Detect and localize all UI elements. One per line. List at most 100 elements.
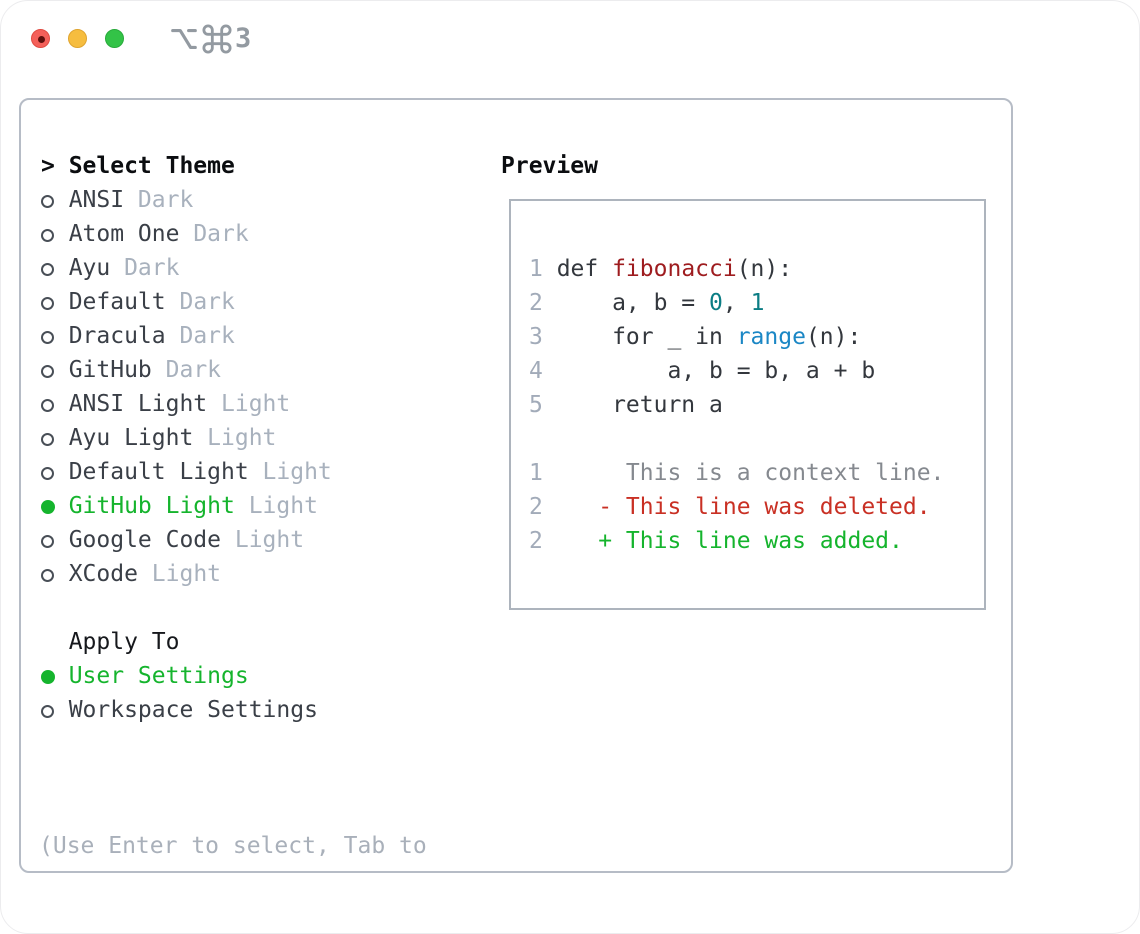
apply-to-option[interactable]: Workspace Settings	[41, 693, 318, 727]
code-line: 5 return a	[529, 388, 984, 422]
code-segment: ,	[722, 290, 751, 316]
code-segment: a, b =	[556, 290, 710, 316]
radio-marker	[41, 523, 69, 557]
radio-icon	[41, 467, 54, 480]
line-number: 2	[529, 290, 543, 316]
theme-name: Google Code	[68, 527, 222, 553]
radio-marker	[41, 489, 69, 523]
theme-name: Dracula	[68, 323, 166, 349]
radio-marker	[41, 659, 69, 693]
line-number: 1	[529, 256, 543, 282]
line-number: 5	[529, 392, 543, 418]
close-dot-icon	[38, 36, 45, 43]
theme-name: Ayu Light	[68, 425, 194, 451]
theme-option[interactable]: GitHub Dark	[41, 353, 332, 387]
theme-variant: Dark	[193, 221, 249, 247]
code-line: 4 a, b = b, a + b	[529, 354, 984, 388]
radio-icon	[41, 331, 54, 344]
theme-option[interactable]: Default Light Light	[41, 455, 332, 489]
theme-name: ANSI Light	[68, 391, 208, 417]
code-segment: return a	[556, 392, 723, 418]
radio-marker	[41, 217, 69, 251]
radio-marker	[41, 455, 69, 489]
code-line: 2 - This line was deleted.	[529, 490, 984, 524]
line-number: 2	[529, 528, 543, 554]
code-line: 3 for _ in range(n):	[529, 320, 984, 354]
radio-icon	[41, 705, 54, 718]
radio-icon	[41, 535, 54, 548]
radio-marker	[41, 387, 69, 421]
theme-name: Ayu	[68, 255, 111, 281]
theme-variant: Light	[221, 391, 291, 417]
code-segment: (n):	[736, 256, 793, 282]
radio-selected-icon	[41, 670, 55, 684]
apply-to-option[interactable]: User Settings	[41, 659, 318, 693]
theme-option[interactable]: Google Code Light	[41, 523, 332, 557]
code-segment: This is a context line.	[556, 460, 945, 486]
radio-icon	[41, 229, 54, 242]
theme-option[interactable]: GitHub Light Light	[41, 489, 332, 523]
theme-variant: Dark	[124, 255, 180, 281]
radio-icon	[41, 365, 54, 378]
preview-title: Preview	[501, 153, 598, 179]
theme-option[interactable]: Ayu Dark	[41, 251, 332, 285]
radio-icon	[41, 297, 54, 310]
theme-list-title: Select Theme	[68, 153, 235, 179]
apply-to-header: Apply To	[41, 625, 318, 659]
window-title: 3	[169, 23, 251, 55]
code-segment: 1	[750, 290, 765, 316]
close-button[interactable]	[31, 29, 50, 48]
code-segment: - This line was deleted.	[556, 494, 931, 520]
line-number: 1	[529, 460, 543, 486]
zoom-button[interactable]	[105, 29, 124, 48]
keyboard-hint: (Use Enter to select, Tab to change focu…	[39, 761, 427, 933]
code-blank-line	[529, 422, 984, 456]
code-segment: 0	[709, 290, 723, 316]
theme-variant: Dark	[165, 357, 222, 383]
window-title-digit: 3	[235, 23, 252, 54]
minimize-button[interactable]	[68, 29, 87, 48]
command-key-icon	[202, 24, 232, 54]
theme-variant: Light	[248, 493, 318, 519]
theme-name: Default Light	[68, 459, 249, 485]
radio-marker	[41, 319, 69, 353]
radio-icon	[41, 263, 54, 276]
theme-variant: Dark	[179, 289, 235, 315]
theme-list-header: >Select Theme	[41, 149, 332, 183]
line-number: 4	[529, 358, 543, 384]
code-segment: range	[736, 324, 806, 350]
radio-icon	[41, 433, 54, 446]
code-line: 2 a, b = 0, 1	[529, 286, 984, 320]
theme-name: GitHub Light	[68, 493, 235, 519]
radio-marker	[41, 421, 69, 455]
theme-name: GitHub	[68, 357, 152, 383]
code-segment: for _ in	[556, 324, 737, 350]
theme-variant: Light	[262, 459, 332, 485]
code-segment: def	[556, 256, 613, 282]
titlebar: 3	[1, 1, 1139, 77]
code-segment: a, b = b, a + b	[556, 358, 876, 384]
radio-selected-icon	[41, 500, 55, 514]
theme-variant: Light	[151, 561, 222, 587]
code-segment: + This line was added.	[556, 528, 903, 554]
radio-marker	[41, 557, 69, 591]
radio-marker	[41, 183, 69, 217]
theme-variant: Light	[234, 527, 305, 553]
line-number: 3	[529, 324, 543, 350]
apply-to-label: User Settings	[68, 663, 249, 689]
code-line: 2 + This line was added.	[529, 524, 984, 558]
theme-variant: Dark	[137, 187, 194, 213]
theme-option[interactable]: ANSI Light Light	[41, 387, 332, 421]
